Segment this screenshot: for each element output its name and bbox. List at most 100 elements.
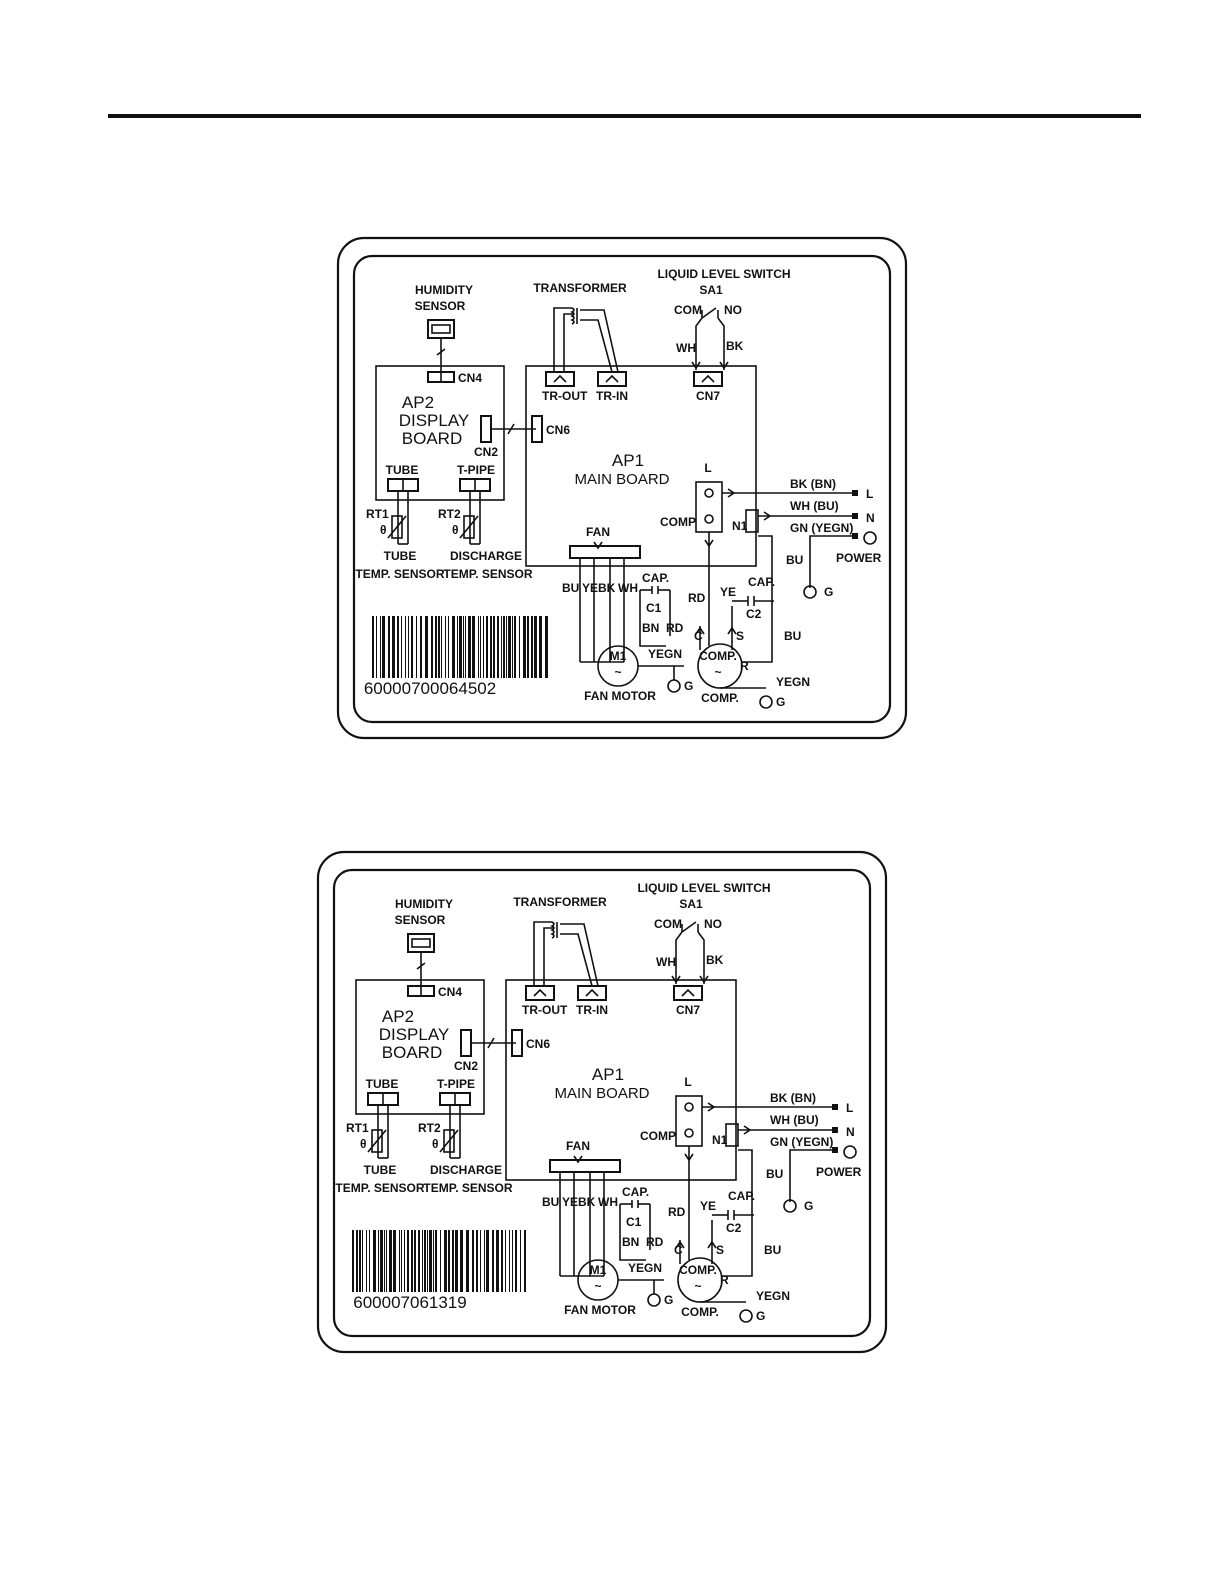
display-board-ap2: CN4 AP2 DISPLAY BOARD CN2 TUBE T-PIPE xyxy=(375,365,505,501)
cn2-cn6-link: CN6 xyxy=(471,1029,550,1057)
svg-text:~: ~ xyxy=(714,665,721,679)
gn-yegn-label: GN (YEGN) xyxy=(790,521,853,535)
cn4-label: CN4 xyxy=(438,985,462,999)
header-rule xyxy=(108,114,1141,118)
comp-dot-label: COMP. xyxy=(679,1263,717,1277)
theta-label: θ xyxy=(380,523,387,537)
theta-label: θ xyxy=(432,1137,439,1151)
n1-label: N1 xyxy=(712,1133,728,1147)
barcode-stripe xyxy=(512,1230,513,1292)
c1-label: C1 xyxy=(646,601,662,615)
humidity-l1-label: HUMIDITY xyxy=(395,897,453,911)
c-term-label: C xyxy=(674,1243,683,1257)
cn2-label: CN2 xyxy=(454,1059,478,1073)
barcode-stripe xyxy=(411,1230,413,1292)
compressor: RD C S YE CAP. C2 COMP. ~ R BU YEGN G CO… xyxy=(668,1146,790,1323)
cap-label: CAP. xyxy=(622,1185,649,1199)
line-l-label: L xyxy=(866,487,873,501)
barcode-stripe xyxy=(384,1230,385,1292)
barcode-stripe xyxy=(444,1230,447,1292)
tube-label: TUBE xyxy=(366,1077,399,1091)
barcode-stripe xyxy=(472,616,475,678)
fan-motor-label: FAN MOTOR xyxy=(564,1303,636,1317)
bu-label: BU xyxy=(784,629,801,643)
barcode-stripe xyxy=(463,616,464,678)
transformer-label: TRANSFORMER xyxy=(513,895,607,909)
barcode-stripe xyxy=(382,616,385,678)
bn-label: BN xyxy=(622,1235,639,1249)
g-label: G xyxy=(664,1293,673,1307)
line-l-label: L xyxy=(846,1101,853,1115)
svg-text:~: ~ xyxy=(694,1279,701,1293)
n1-label: N1 xyxy=(732,519,748,533)
barcode-stripe xyxy=(545,616,548,678)
barcode-stripe xyxy=(433,1230,434,1292)
no-label: NO xyxy=(704,917,722,931)
wire-wh-label: WH xyxy=(598,1195,618,1209)
m1-label: M1 xyxy=(590,1263,607,1277)
barcode-stripe xyxy=(472,1230,474,1292)
humidity-sensor: HUMIDITY SENSOR xyxy=(395,897,453,986)
r-term-label: R xyxy=(720,1273,729,1287)
cn6-label: CN6 xyxy=(526,1037,550,1051)
barcode-stripe xyxy=(480,1230,481,1292)
sa1-label: SA1 xyxy=(699,283,723,297)
barcode-stripe xyxy=(414,1230,416,1292)
barcode-stripe xyxy=(401,1230,402,1292)
ap2-l2-label: DISPLAY xyxy=(379,1025,450,1044)
wh-label: WH xyxy=(676,341,696,355)
barcode-stripe xyxy=(378,1230,379,1292)
barcode-stripe xyxy=(527,616,529,678)
barcode-stripe xyxy=(452,1230,454,1292)
barcode-stripe xyxy=(496,1230,499,1292)
svg-text:~: ~ xyxy=(594,1279,601,1293)
transformer: TRANSFORMER TR-OUT TR-IN xyxy=(533,281,628,403)
discharge-sensor-l2-label: TEMP. SENSOR xyxy=(443,567,532,581)
yegn-label: YEGN xyxy=(628,1261,662,1275)
ap2-l3-label: BOARD xyxy=(382,1043,442,1062)
humidity-l2-label: SENSOR xyxy=(395,913,446,927)
fan-connector: FAN BU YE BK WH CAP. C1 BN RD xyxy=(562,525,684,663)
ap1-l1-label: AP1 xyxy=(612,451,644,470)
barcode-stripe xyxy=(519,616,520,678)
power-label: POWER xyxy=(816,1165,862,1179)
barcode-stripe xyxy=(497,616,499,678)
barcode-stripe xyxy=(514,616,516,678)
tube-sensor-l2-label: TEMP. SENSOR xyxy=(355,567,444,581)
cn7-label: CN7 xyxy=(696,389,720,403)
barcode-stripe xyxy=(493,616,495,678)
terminal-l-label: L xyxy=(704,461,711,475)
bk-label: BK xyxy=(706,953,724,967)
wiring-diagram-1: HUMIDITY SENSOR CN4 AP2 DISPLAY BOARD CN… xyxy=(336,236,908,747)
barcode-stripe xyxy=(397,616,399,678)
barcode-stripe xyxy=(448,1230,450,1292)
ap2-l2-label: DISPLAY xyxy=(399,411,470,430)
barcode-stripe xyxy=(445,616,446,678)
bn-label: BN xyxy=(642,621,659,635)
cn2-label: CN2 xyxy=(474,445,498,459)
barcode-stripe xyxy=(431,616,433,678)
svg-text:~: ~ xyxy=(614,665,621,679)
liquid-level-switch: LIQUID LEVEL SWITCH SA1 COM NO WH BK CN7 xyxy=(637,881,770,1017)
bk-bn-label: BK (BN) xyxy=(790,477,836,491)
barcode-stripe xyxy=(520,1230,521,1292)
barcode-label: 600007061319 xyxy=(353,1293,466,1312)
ap2-l1-label: AP2 xyxy=(382,1007,414,1026)
tube-sensor-l1-label: TUBE xyxy=(384,549,417,563)
barcode-stripe xyxy=(539,616,542,678)
cap-label: CAP. xyxy=(748,575,775,589)
barcode-stripe xyxy=(424,1230,426,1292)
cap-label: CAP. xyxy=(642,571,669,585)
barcode-stripe xyxy=(459,616,462,678)
barcode-stripe xyxy=(452,616,455,678)
bk-label: BK xyxy=(726,339,744,353)
barcode-stripe xyxy=(465,616,466,678)
rt1-label: RT1 xyxy=(346,1121,369,1135)
sa1-label: SA1 xyxy=(679,897,703,911)
tr-in-label: TR-IN xyxy=(576,1003,608,1017)
barcode-stripe xyxy=(484,1230,485,1292)
comp-label: COMP xyxy=(640,1129,676,1143)
barcode: 60000700064502 xyxy=(364,616,548,698)
comp-dot-label: COMP. xyxy=(699,649,737,663)
barcode-stripe xyxy=(407,1230,409,1292)
